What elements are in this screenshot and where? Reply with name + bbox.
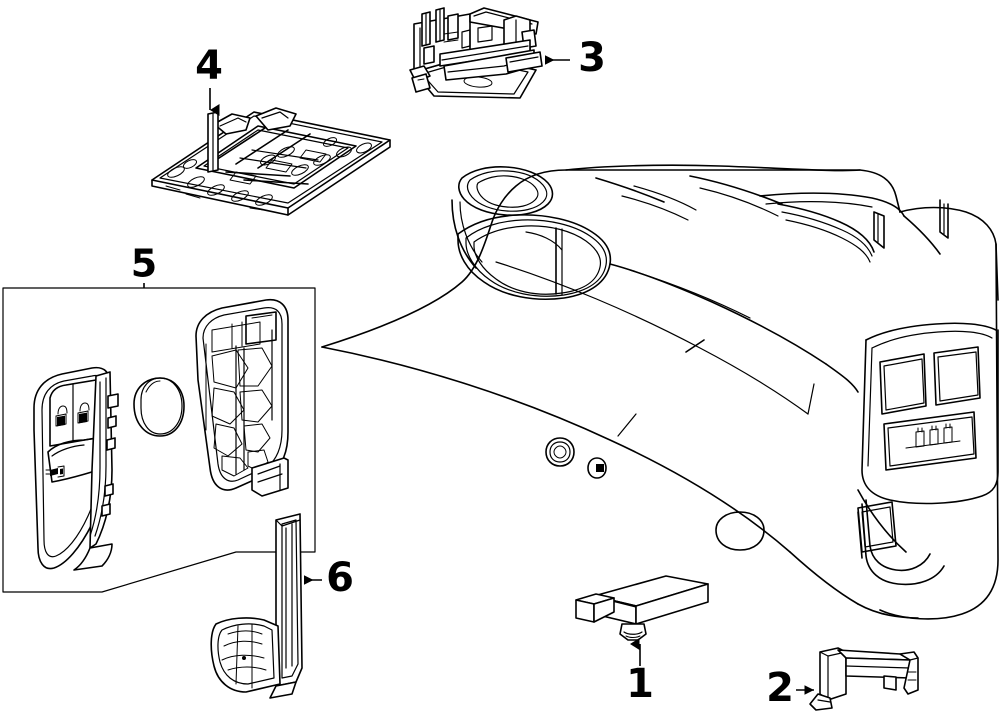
center-console-assembly [321, 164, 999, 620]
callout-number-2: 2 [766, 665, 794, 711]
callout-number-1: 1 [626, 661, 654, 707]
part-5-group-box [2, 287, 316, 593]
part-1-antenna-module [575, 575, 709, 641]
lock-icon [55, 405, 68, 427]
part-6-trim-strip [210, 513, 303, 699]
key-fob-rear-housing [195, 298, 289, 497]
callout-number-6: 6 [326, 555, 354, 601]
callout-number-3: 3 [578, 35, 606, 81]
part-4-floor-panel [151, 107, 391, 216]
coin-battery [133, 377, 185, 437]
unlock-icon [77, 402, 90, 424]
trunk-release-icon [45, 465, 65, 478]
callout-number-4: 4 [195, 43, 223, 89]
part-3-module-bracket [409, 7, 543, 99]
key-fob-front-cover [33, 366, 119, 571]
callout-number-5: 5 [131, 242, 157, 286]
part-2-small-bracket [809, 647, 919, 711]
